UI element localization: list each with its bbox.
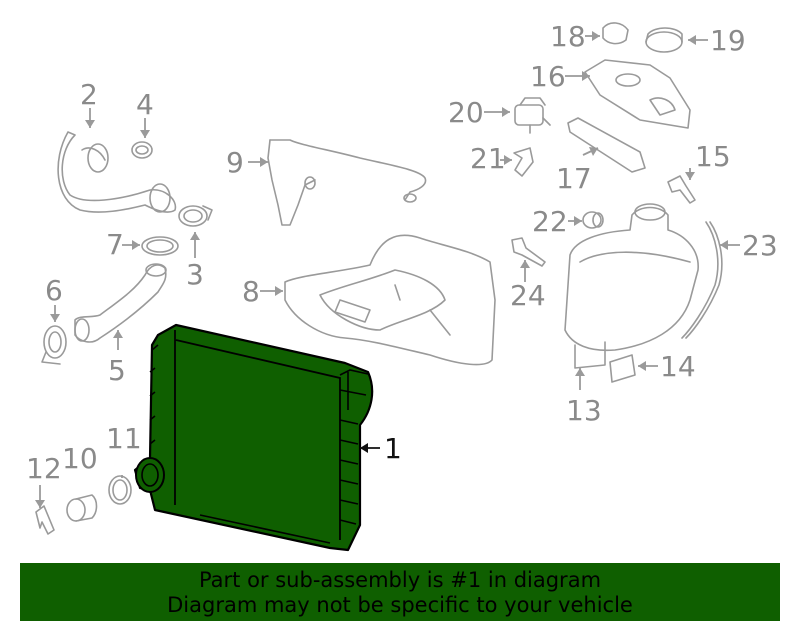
parts-diagram: 1 2 3 4 5 6 7 8 9 10 11 12 13 14 15 16 1… xyxy=(26,20,778,552)
callout-5: 5 xyxy=(108,354,126,387)
part-22-plug[interactable] xyxy=(582,211,604,229)
callout-6: 6 xyxy=(45,274,63,307)
part-13-tank[interactable] xyxy=(564,203,699,369)
callout-22: 22 xyxy=(532,205,568,238)
part-23-line[interactable] xyxy=(681,221,723,339)
part-6-clamp[interactable] xyxy=(41,325,67,365)
callout-17: 17 xyxy=(556,162,592,195)
callout-14: 14 xyxy=(660,350,696,383)
part-5-hose[interactable] xyxy=(74,263,167,343)
part-2-hose[interactable] xyxy=(57,131,177,213)
part-4-ring[interactable] xyxy=(131,141,153,159)
callout-10: 10 xyxy=(62,442,98,475)
callout-16: 16 xyxy=(530,60,566,93)
leader-lines xyxy=(35,31,740,508)
part-21-clip[interactable] xyxy=(513,147,534,177)
part-11-ring[interactable] xyxy=(108,475,132,505)
part-12-clip[interactable] xyxy=(35,505,55,535)
part-8-cover[interactable] xyxy=(284,234,496,366)
callout-9: 9 xyxy=(226,146,244,179)
part-15-bolt[interactable] xyxy=(667,175,696,204)
callout-18: 18 xyxy=(550,20,586,53)
callout-13: 13 xyxy=(566,394,602,427)
callout-1: 1 xyxy=(384,432,402,465)
callout-23: 23 xyxy=(742,229,778,262)
callout-7: 7 xyxy=(106,228,124,261)
part-18-cap[interactable] xyxy=(602,22,629,45)
part-20-valve[interactable] xyxy=(514,97,551,134)
callout-2: 2 xyxy=(80,78,98,111)
callout-20: 20 xyxy=(448,96,484,129)
callout-24: 24 xyxy=(510,279,546,312)
callout-21: 21 xyxy=(470,142,506,175)
callout-19: 19 xyxy=(710,24,746,57)
banner-line-2: Diagram may not be specific to your vehi… xyxy=(167,593,633,617)
callout-labels: 1 2 3 4 5 6 7 8 9 10 11 12 13 14 15 16 1… xyxy=(26,20,778,485)
part-7-ring[interactable] xyxy=(141,236,179,256)
callout-15: 15 xyxy=(695,140,731,173)
part-19-cap[interactable] xyxy=(645,27,683,53)
notice-banner: Part or sub-assembly is #1 in diagram Di… xyxy=(20,563,780,621)
callout-3: 3 xyxy=(186,258,204,291)
part-17-strip[interactable] xyxy=(567,117,646,173)
part-16-bracket[interactable] xyxy=(584,59,691,129)
part-9-pipe[interactable] xyxy=(267,139,427,226)
part-14-pad[interactable] xyxy=(609,354,636,383)
part-3-clamp[interactable] xyxy=(178,205,213,227)
part-24-sensor[interactable] xyxy=(511,237,546,267)
callout-8: 8 xyxy=(242,275,260,308)
banner-line-1: Part or sub-assembly is #1 in diagram xyxy=(198,568,602,592)
callout-4: 4 xyxy=(136,88,154,121)
part-10-sleeve[interactable] xyxy=(66,494,98,522)
part-1-radiator[interactable] xyxy=(133,323,374,552)
callout-11: 11 xyxy=(106,422,142,455)
callout-12: 12 xyxy=(26,452,62,485)
